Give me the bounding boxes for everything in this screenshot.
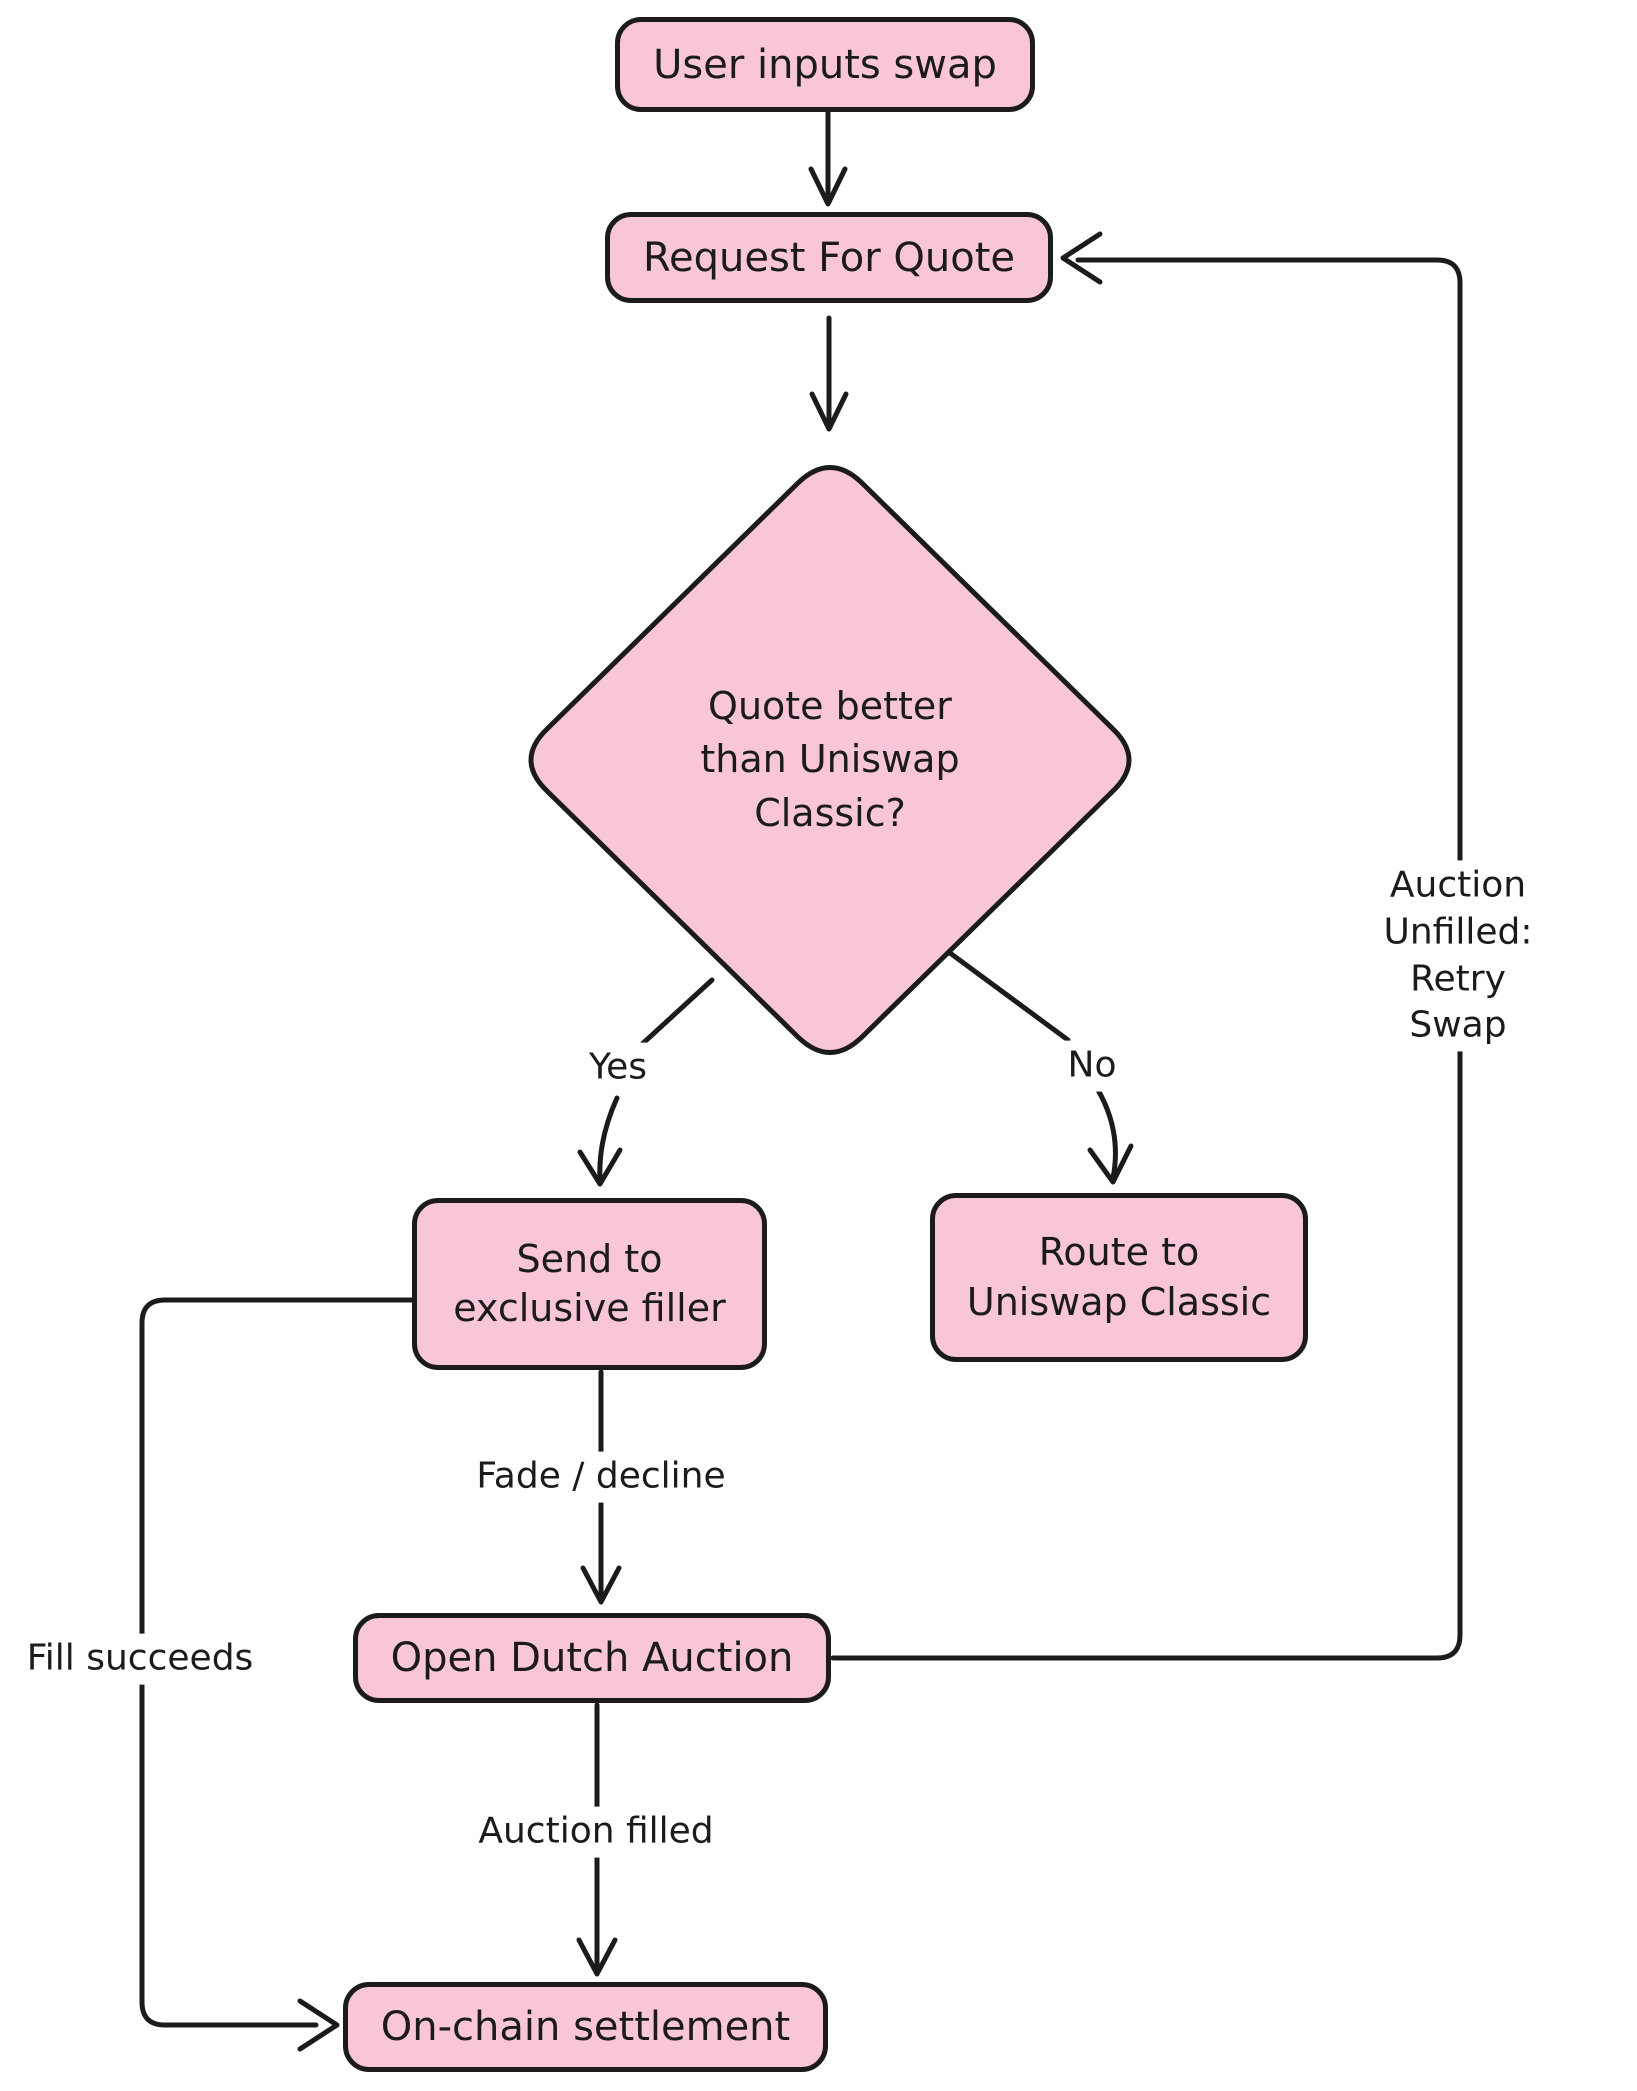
arrow-yes-to-filler [597,1095,620,1183]
node-user-inputs-swap: User inputs swap [615,17,1035,112]
node-route-to-uniswap-classic: Route to Uniswap Classic [930,1193,1308,1362]
edge-label-fill-succeeds: Fill succeeds [14,1633,266,1685]
edge-label-auction-unfilled-retry: Auction Unfilled: Retry Swap [1368,860,1548,1052]
arrowhead-input-to-rfq [808,166,848,207]
node-decision-label: Quote better than Uniswap Classic? [700,684,960,835]
edge-label-fade-decline: Fade / decline [464,1451,738,1503]
line-decision-yes [637,977,715,1049]
arrowhead-filler-to-auction [580,1565,622,1605]
node-send-to-exclusive-filler: Send to exclusive filler [412,1198,767,1370]
node-request-for-quote: Request For Quote [605,212,1053,303]
edge-label-auction-filled: Auction filled [466,1806,726,1858]
decision-diamond-shape [528,465,1132,1055]
node-on-chain-settlement: On-chain settlement [343,1982,828,2072]
arrowhead-auction-to-settlement [576,1937,618,1977]
edge-label-no: No [1055,1040,1129,1092]
arrowhead-no-to-classic [1087,1143,1134,1185]
arrowhead-fill-succeeds [297,1998,340,2052]
arrowhead-retry-loop [1060,231,1103,285]
line-decision-no [947,950,1071,1043]
edge-label-yes: Yes [576,1042,660,1094]
arrowhead-yes-to-filler [577,1147,623,1187]
arrowhead-rfq-to-decision [809,391,849,432]
node-open-dutch-auction: Open Dutch Auction [353,1613,831,1703]
arrow-no-to-classic [1095,1087,1118,1181]
